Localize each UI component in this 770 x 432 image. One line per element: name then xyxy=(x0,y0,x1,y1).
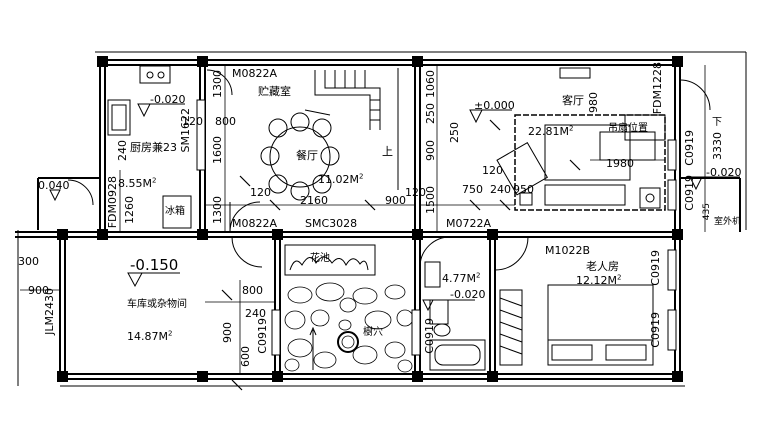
dim-1300-mid: 1300 xyxy=(211,196,224,224)
kitchen-fixtures xyxy=(107,65,192,229)
elder-room-furniture xyxy=(499,284,654,366)
door-code-m0822a-mid: M0822A xyxy=(232,217,278,230)
dim-3330: 3330 xyxy=(711,132,724,160)
area-sup: 2 xyxy=(167,329,173,338)
dim-240-a: 240 xyxy=(490,183,511,196)
staircase xyxy=(304,68,399,190)
area-sup: 2 xyxy=(568,124,574,133)
dim-750: 750 xyxy=(462,183,483,196)
elevation-west: 0.040 xyxy=(38,179,70,192)
dim-120-a: 120 xyxy=(182,115,203,128)
courtyard-pavers xyxy=(284,282,414,373)
dim-300: 300 xyxy=(18,255,39,268)
dim-120-d: 120 xyxy=(482,164,503,177)
dim-900-garage: 900 xyxy=(221,322,234,343)
door-code-fdm0928: FDM0928 xyxy=(106,176,119,229)
room-area-elder: 12.12M2 xyxy=(576,273,622,287)
flower-bed-label: 花池 xyxy=(310,253,330,264)
dim-800-a: 800 xyxy=(215,115,236,128)
dim-1260: 1260 xyxy=(123,196,136,224)
elevation-east: -0.020 xyxy=(706,166,742,179)
dim-435: 435 xyxy=(702,203,712,221)
area-sup: 2 xyxy=(616,273,622,282)
stair-arrow xyxy=(309,326,317,370)
kitchen-label-text: 厨房兼 xyxy=(130,141,163,154)
courtyard-label: 樹穴 xyxy=(363,327,383,338)
elevation-kitchen: -0.020 xyxy=(150,93,186,106)
flower-bed xyxy=(284,244,376,276)
living-furniture xyxy=(496,67,666,211)
elevation-markers xyxy=(49,103,740,312)
dim-980: 980 xyxy=(587,92,600,113)
door-code-m0722a: M0722A xyxy=(446,217,492,230)
dim-800-garage: 800 xyxy=(242,284,263,297)
kitchen-dim-23: 23 xyxy=(163,141,177,154)
dining-area-value: 11.02M xyxy=(318,173,359,186)
window-code-c0919-e: C0919 xyxy=(256,318,269,354)
dim-950: 950 xyxy=(513,183,534,196)
room-area-dining: 11.02M2 xyxy=(318,172,364,186)
area-sup: 2 xyxy=(358,172,364,181)
dim-900-mid: 900 xyxy=(424,140,437,161)
dim-120-b: 120 xyxy=(250,186,271,199)
fan-position-label: 吊扇位置 xyxy=(608,123,648,134)
dim-1980: 1980 xyxy=(606,157,634,170)
door-code-m1022b: M1022B xyxy=(545,244,591,257)
room-area-living: 22.81M2 xyxy=(528,124,574,138)
elder-area-value: 12.12M xyxy=(576,274,617,287)
columns xyxy=(57,56,683,382)
window-code-c0919-d: C0919 xyxy=(649,312,662,348)
windows xyxy=(196,99,677,356)
dim-2160: 2160 xyxy=(300,194,328,207)
garage-area-value: 14.87M xyxy=(127,330,168,343)
dim-600: 600 xyxy=(239,346,252,367)
door-code-fdm1228: FDM1228 xyxy=(651,62,664,115)
elevation-garage: -0.150 xyxy=(130,256,179,274)
dining-table xyxy=(260,112,340,201)
room-area-garage: 14.87M2 xyxy=(127,329,173,343)
stair-up-label: 上 xyxy=(382,145,393,158)
bath-area-value: 4.77M xyxy=(442,272,476,285)
dim-1600: 1600 xyxy=(211,136,224,164)
room-label-garage: 车库或杂物间 xyxy=(127,299,187,310)
window-code-smc3028: SMC3028 xyxy=(305,217,358,230)
dim-900-west: 900 xyxy=(28,284,49,297)
window-code-c0919-b: C0919 xyxy=(683,175,696,211)
elevation-living: ±0.000 xyxy=(474,99,515,112)
dim-1060: 1060 xyxy=(424,70,437,98)
outdoor-unit-label: 室外机 xyxy=(714,217,742,227)
dim-900-b: 900 xyxy=(385,194,406,207)
room-label-dining: 餐厅 xyxy=(296,149,318,162)
room-area-kitchen: 8.55M2 xyxy=(118,176,157,190)
area-sup: 2 xyxy=(475,271,481,280)
door-code-m0822a-top: M0822A xyxy=(232,67,278,80)
area-sup: 2 xyxy=(151,176,157,185)
dimension-lines xyxy=(20,65,706,374)
living-area-value: 22.81M xyxy=(528,125,569,138)
fridge-label: 冰箱 xyxy=(165,206,185,217)
room-label-storage: 贮藏室 xyxy=(258,85,291,98)
stair-down-label: 下 xyxy=(712,117,722,128)
elevation-bath: -0.020 xyxy=(450,288,486,301)
dim-240-kitchen: 240 xyxy=(116,140,129,161)
dim-1500: 1500 xyxy=(424,186,437,214)
room-label-kitchen: 厨房兼23 xyxy=(130,142,177,153)
dim-120-c: 120 xyxy=(405,186,426,199)
room-area-bath: 4.77M2 xyxy=(442,271,481,285)
room-label-living: 客厅 xyxy=(562,94,584,107)
dim-250b: 250 xyxy=(448,122,461,143)
dim-1300-top: 1300 xyxy=(211,70,224,98)
room-label-elder: 老人房 xyxy=(586,260,619,273)
kitchen-area-value: 8.55M xyxy=(118,177,152,190)
dimension-frame xyxy=(17,51,747,387)
window-code-c0919-a: C0919 xyxy=(683,130,696,166)
dim-250: 250 xyxy=(424,103,437,124)
window-code-c0919-f: C0919 xyxy=(423,318,436,354)
dim-240-garage: 240 xyxy=(245,307,266,320)
window-code-c0919-c: C0919 xyxy=(649,250,662,286)
